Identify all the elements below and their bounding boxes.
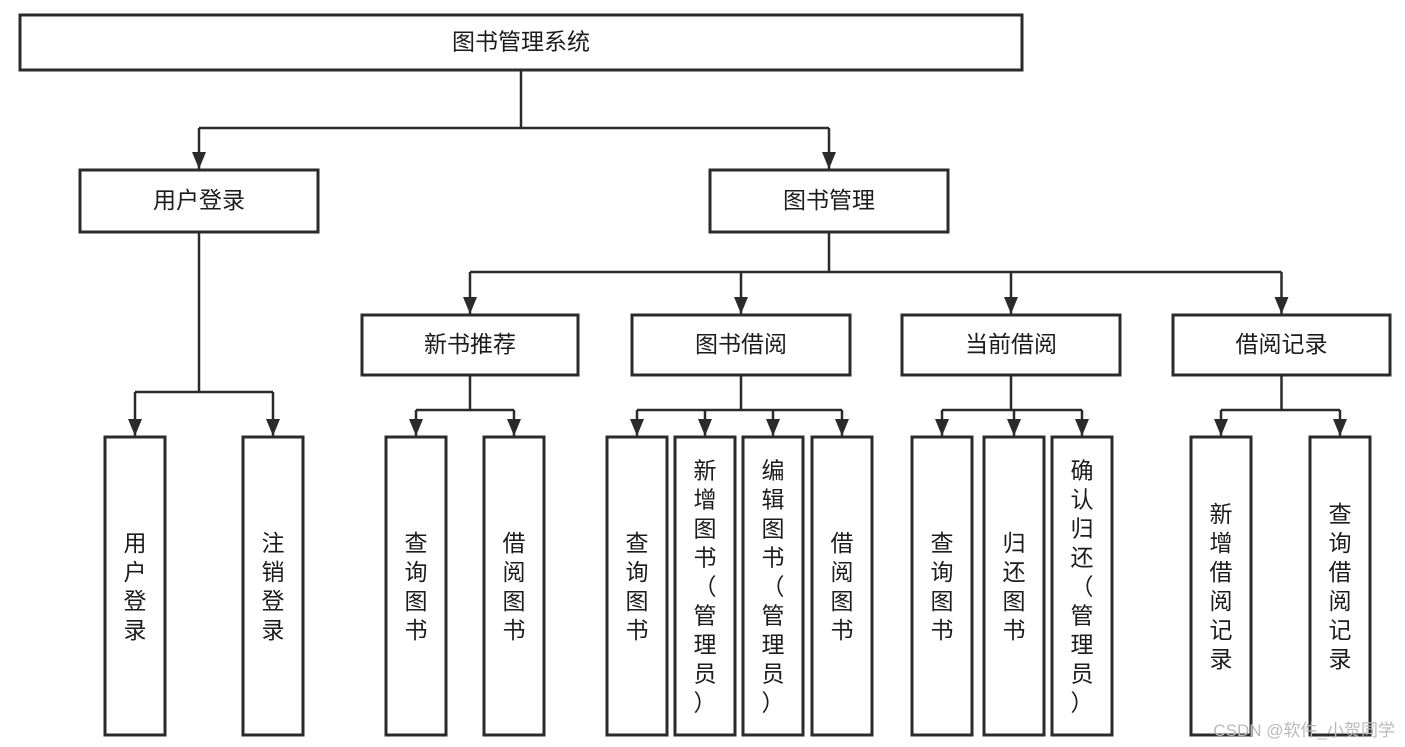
node-leaf-5[interactable]: 新增图书（管理员） <box>673 435 737 737</box>
node-label: 借阅图书 <box>831 530 854 643</box>
arrow-head-icon <box>1274 297 1289 314</box>
arrow-head-icon <box>507 419 521 436</box>
node-leaf-1[interactable]: 注销登录 <box>241 435 305 737</box>
arrow-head-icon <box>630 419 644 436</box>
arrow-head-icon <box>1004 297 1018 314</box>
arrow-head-icon <box>128 419 142 436</box>
node-leaf-7[interactable]: 借阅图书 <box>810 435 874 737</box>
arrow-head-icon <box>766 419 780 436</box>
node-label: 用户登录 <box>124 530 147 643</box>
node-box[interactable] <box>810 435 874 737</box>
node-box[interactable] <box>900 313 1122 377</box>
node-box[interactable] <box>1189 435 1253 737</box>
node-box[interactable] <box>741 435 805 737</box>
node-label: 注销登录 <box>262 530 285 643</box>
node-leaf-12[interactable]: 查询借阅记录 <box>1308 435 1372 737</box>
node-leaf-8[interactable]: 查询图书 <box>910 435 974 737</box>
arrow-head-icon <box>192 152 206 169</box>
node-leaf-0[interactable]: 用户登录 <box>103 435 167 737</box>
arrow-head-icon <box>698 419 712 436</box>
node-level3-3[interactable]: 借阅记录 <box>1171 313 1392 377</box>
node-label: 查询借阅记录 <box>1329 501 1352 672</box>
node-box[interactable] <box>384 435 448 737</box>
arrow-head-icon <box>835 419 849 436</box>
node-level3-2[interactable]: 当前借阅 <box>900 313 1122 377</box>
node-leaf-2[interactable]: 查询图书 <box>384 435 448 737</box>
node-box[interactable] <box>673 435 737 737</box>
node-label: 新增借阅记录 <box>1210 501 1233 672</box>
arrow-head-icon <box>1333 419 1347 436</box>
node-box[interactable] <box>18 13 1024 72</box>
node-label: 借阅记录 <box>1236 331 1328 357</box>
node-leaf-6[interactable]: 编辑图书（管理员） <box>741 435 805 737</box>
node-label: 查询图书 <box>626 530 649 643</box>
arrow-head-icon <box>409 419 423 436</box>
node-label: 确认归还（管理员） <box>1071 458 1094 716</box>
node-leaf-4[interactable]: 查询图书 <box>605 435 669 737</box>
connector-layer <box>128 70 1347 436</box>
node-label: 图书管理系统 <box>452 29 590 55</box>
node-level3-0[interactable]: 新书推荐 <box>360 313 580 377</box>
node-leaf-9[interactable]: 归还图书 <box>982 435 1046 737</box>
node-box[interactable] <box>605 435 669 737</box>
node-box[interactable] <box>708 168 950 234</box>
node-level3-1[interactable]: 图书借阅 <box>630 313 852 377</box>
node-label: 图书管理 <box>783 187 875 213</box>
node-label: 新增图书（管理员） <box>694 458 717 716</box>
node-box[interactable] <box>241 435 305 737</box>
node-label: 新书推荐 <box>424 331 516 357</box>
node-root-0[interactable]: 图书管理系统 <box>18 13 1024 72</box>
node-label: 归还图书 <box>1003 530 1026 643</box>
node-label: 查询图书 <box>405 530 428 643</box>
node-box[interactable] <box>360 313 580 377</box>
node-leaf-11[interactable]: 新增借阅记录 <box>1189 435 1253 737</box>
node-box[interactable] <box>982 435 1046 737</box>
node-box[interactable] <box>78 168 320 234</box>
node-label: 用户登录 <box>153 187 245 213</box>
arrow-head-icon <box>463 297 477 314</box>
arrow-head-icon <box>266 419 280 436</box>
node-label: 图书借阅 <box>695 331 787 357</box>
node-label: 查询图书 <box>931 530 954 643</box>
node-box[interactable] <box>1171 313 1392 377</box>
node-level2-0[interactable]: 用户登录 <box>78 168 320 234</box>
node-layer: 图书管理系统用户登录图书管理新书推荐图书借阅当前借阅借阅记录用户登录注销登录查询… <box>18 13 1392 737</box>
node-leaf-10[interactable]: 确认归还（管理员） <box>1050 435 1114 737</box>
arrow-head-icon <box>935 419 949 436</box>
node-leaf-3[interactable]: 借阅图书 <box>482 435 546 737</box>
node-label: 借阅图书 <box>503 530 526 643</box>
node-label: 当前借阅 <box>965 331 1057 357</box>
node-box[interactable] <box>103 435 167 737</box>
arrow-head-icon <box>1214 419 1228 436</box>
node-box[interactable] <box>630 313 852 377</box>
arrow-head-icon <box>1007 419 1021 436</box>
arrow-head-icon <box>734 297 748 314</box>
node-box[interactable] <box>482 435 546 737</box>
arrow-head-icon <box>822 152 836 169</box>
node-box[interactable] <box>1308 435 1372 737</box>
node-level2-1[interactable]: 图书管理 <box>708 168 950 234</box>
node-box[interactable] <box>910 435 974 737</box>
node-label: 编辑图书（管理员） <box>762 458 785 716</box>
arrow-head-icon <box>1075 419 1089 436</box>
node-box[interactable] <box>1050 435 1114 737</box>
